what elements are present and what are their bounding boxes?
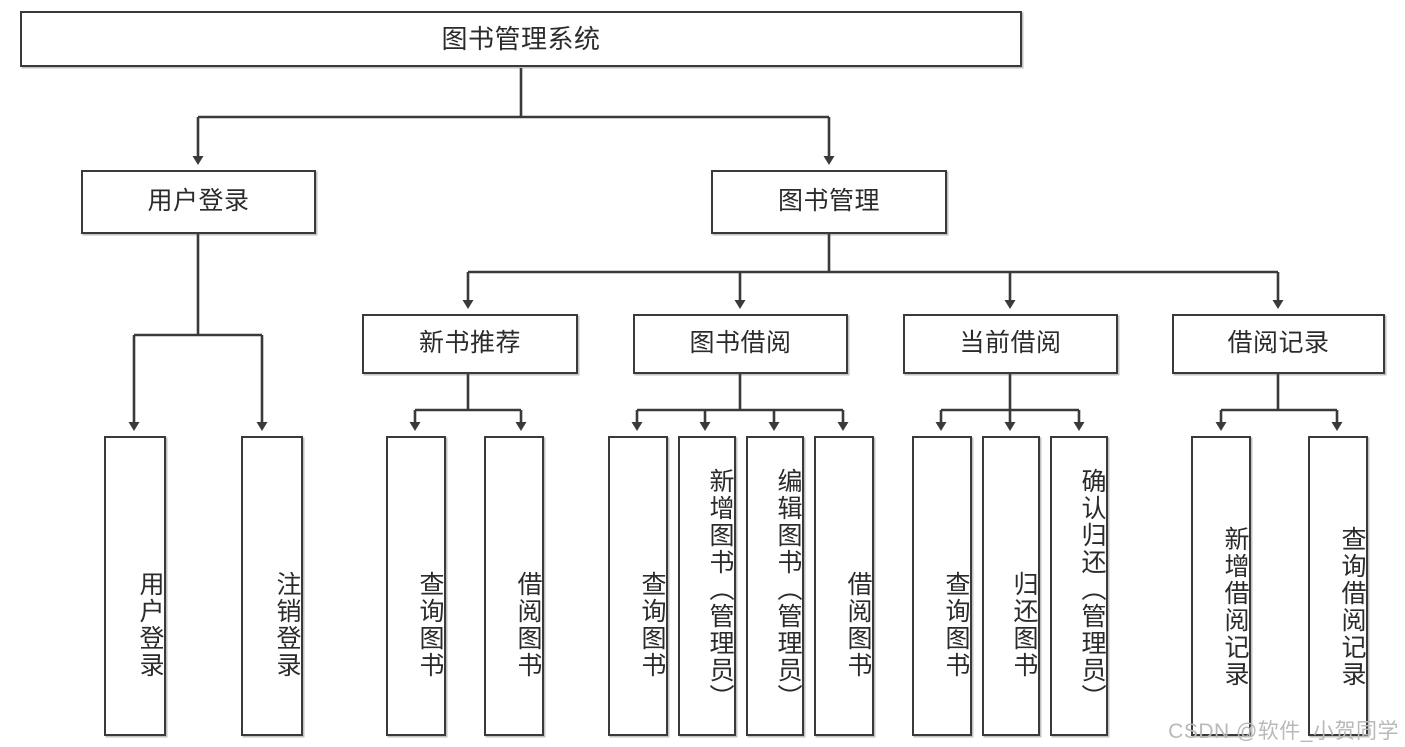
node-book-management[interactable]: 图书管理	[711, 170, 947, 234]
leaf-query-book-borrow[interactable]: 查询图书	[608, 436, 668, 736]
node-root-system[interactable]: 图书管理系统	[20, 11, 1022, 67]
leaf-borrow-book-borrow[interactable]: 借阅图书	[814, 436, 874, 736]
leaf-query-book-current[interactable]: 查询图书	[912, 436, 972, 736]
node-borrow-record[interactable]: 借阅记录	[1172, 314, 1385, 374]
leaf-query-book-recommend[interactable]: 查询图书	[386, 436, 446, 736]
leaf-user-login[interactable]: 用户登录	[104, 436, 166, 736]
leaf-return-book[interactable]: 归还图书	[982, 436, 1040, 736]
leaf-add-borrow-record[interactable]: 新增借阅记录	[1191, 436, 1251, 736]
leaf-edit-book-admin[interactable]: 编辑图书（管理员）	[746, 436, 804, 736]
leaf-logout-login[interactable]: 注销登录	[241, 436, 303, 736]
leaf-confirm-return-admin[interactable]: 确认归还（管理员）	[1050, 436, 1108, 736]
node-new-book-recommend[interactable]: 新书推荐	[362, 314, 578, 374]
node-current-borrow[interactable]: 当前借阅	[903, 314, 1118, 374]
leaf-query-borrow-record[interactable]: 查询借阅记录	[1308, 436, 1368, 736]
node-user-login[interactable]: 用户登录	[81, 170, 316, 234]
leaf-borrow-book-recommend[interactable]: 借阅图书	[484, 436, 544, 736]
node-book-borrow[interactable]: 图书借阅	[633, 314, 848, 374]
leaf-add-book-admin[interactable]: 新增图书（管理员）	[678, 436, 736, 736]
watermark-text: CSDN @软件_小贺同学	[1168, 720, 1399, 743]
